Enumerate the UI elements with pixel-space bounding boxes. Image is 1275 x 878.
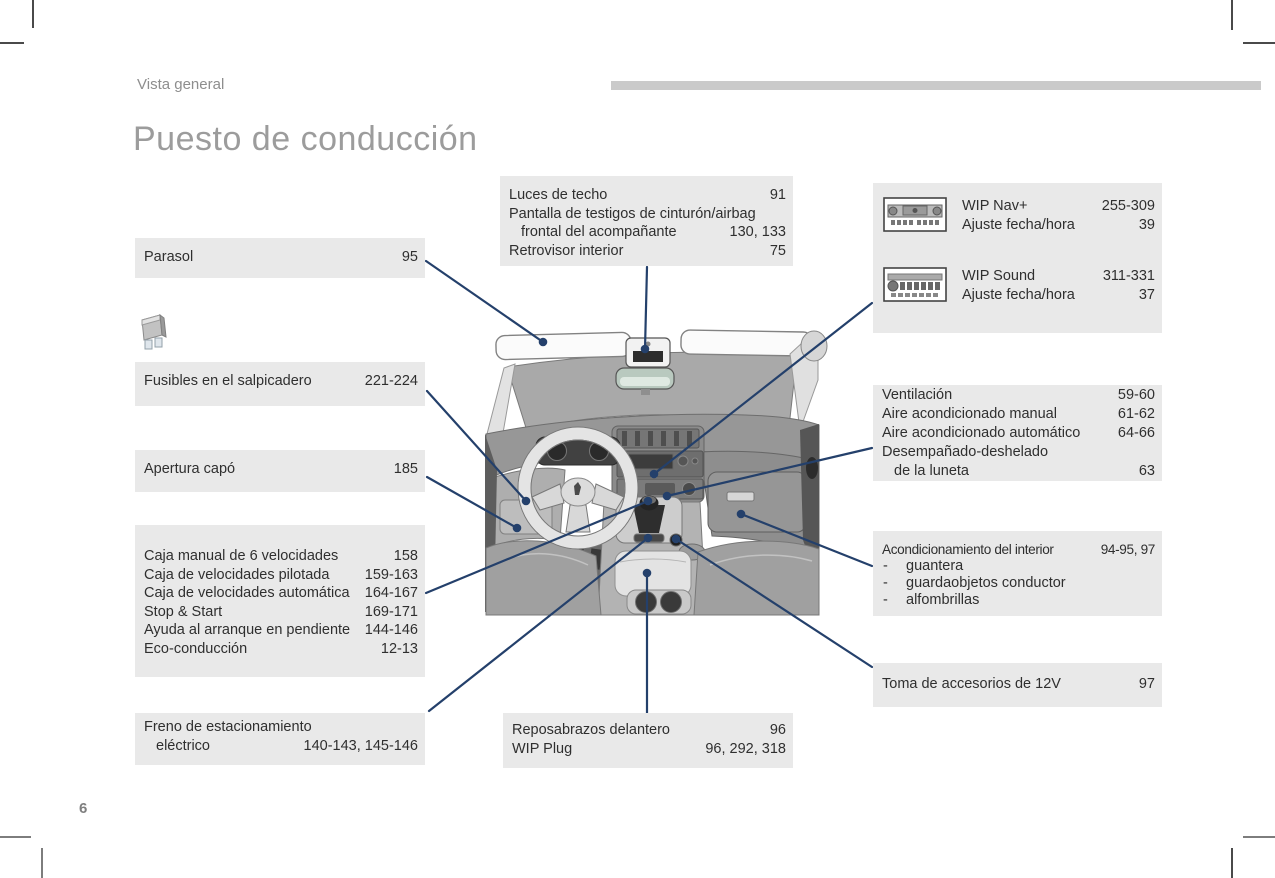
brand-logo — [574, 482, 581, 495]
crop-mark-top-right-v — [1231, 0, 1233, 30]
callout-dot-wip — [649, 469, 659, 479]
callout-line-freno — [427, 536, 650, 713]
index-entry: -guantera — [883, 558, 964, 574]
left-sun-visor — [495, 331, 632, 361]
callout-dot-reposabrazos — [642, 568, 652, 578]
front-armrest — [614, 550, 692, 597]
index-entry: Pantalla de testigos de cinturón/airbag — [509, 205, 756, 222]
callout-dot-ventilacion — [662, 491, 672, 501]
car-radio-nav-icon — [883, 197, 947, 232]
air-vents — [616, 428, 700, 449]
gear-lever — [633, 505, 665, 533]
car-radio-sound-icon — [883, 267, 947, 302]
index-entry: -alfombrillas — [883, 592, 980, 608]
callout-dot-acondicionamiento — [736, 509, 746, 519]
callout-line-wip — [652, 301, 874, 476]
glovebox — [707, 471, 807, 533]
callout-dot-luces — [640, 344, 650, 354]
page-title: Puesto de conducción — [133, 120, 478, 158]
crop-mark-top-left-h — [0, 42, 24, 44]
callout-line-luces — [643, 265, 649, 351]
crop-mark-top-right-h — [1243, 42, 1275, 44]
callout-line-caja — [424, 499, 650, 595]
callout-dot-fusibles — [521, 496, 531, 506]
header-rule-bar — [611, 81, 1261, 90]
blade-fuse-icon — [141, 313, 167, 350]
index-entry: -guardaobjetos conductor — [883, 575, 1066, 591]
index-entry: Freno de estacionamiento — [144, 719, 312, 735]
callout-dot-parasol — [538, 337, 548, 347]
callout-line-toma12v — [674, 537, 874, 669]
page-number: 6 — [79, 800, 88, 817]
crop-mark-top-left-v — [32, 0, 34, 28]
passenger-seat — [693, 540, 820, 616]
index-entry: WIP Nav+255-309 — [962, 198, 1155, 214]
callout-line-acondicionamiento — [739, 512, 874, 568]
section-label: Vista general — [137, 76, 225, 93]
steering-wheel — [517, 426, 639, 550]
callout-line-apertura — [425, 475, 519, 530]
callout-dot-apertura — [512, 523, 522, 533]
callout-dot-freno — [643, 533, 653, 543]
crop-mark-bottom-right-v — [1231, 848, 1233, 878]
callout-dot-toma12v — [671, 534, 681, 544]
driver-seat — [485, 540, 602, 616]
callout-line-ventilacion — [665, 446, 874, 498]
dashboard-illustration — [485, 329, 828, 616]
crop-mark-bottom-left-h — [0, 836, 31, 838]
callout-dot-caja — [643, 496, 653, 506]
callout-line-fusibles — [425, 389, 528, 503]
crop-mark-bottom-left-v — [41, 848, 43, 878]
crop-mark-bottom-right-h — [1243, 836, 1275, 838]
callout-line-parasol — [424, 259, 545, 344]
index-entry: Desempañado-deshelado — [882, 444, 1049, 460]
